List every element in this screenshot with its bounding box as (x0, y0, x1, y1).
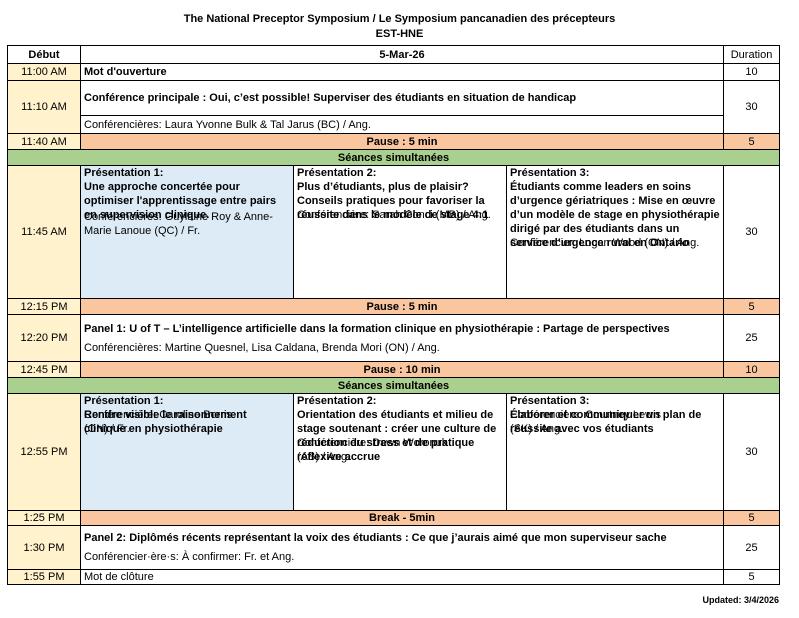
session-title: Panel 1: U of T – L’intelligence artific… (84, 322, 670, 335)
header-row: Début 5-Mar-26 Duration (7, 45, 781, 64)
session-speakers: Conférencières: Laura Yvonne Bulk & Tal … (79, 115, 725, 134)
speaker-line: Conférencière: Dawn Woronuk (297, 437, 448, 449)
concurrent-sessions-label: Séances simultanées (6, 377, 781, 394)
duration-cell: 30 (723, 80, 781, 134)
break-label: Pause : 10 min (79, 361, 725, 378)
presentation-speakers: Conférencière: Courtney Lewis (SK) / Ang… (510, 408, 661, 436)
presentation-title: Étudiants comme leaders en soins d’urgen… (510, 181, 720, 249)
duration-cell: 5 (723, 510, 781, 526)
updated-date: Updated: 3/4/2026 (702, 595, 779, 605)
presentation-heading: Présentation 3: (510, 395, 590, 407)
time-cell: 1:55 PM (7, 569, 81, 585)
duration-cell: 5 (723, 133, 781, 150)
presentation-speakers: Conférencières: Guylaine Roy & Anne-Mari… (84, 211, 273, 237)
schedule-row: 1:30 PM Panel 2: Diplômés récents représ… (7, 525, 781, 570)
concurrent-sessions-row: Séances simultanées (6, 149, 781, 166)
presentation-heading: Présentation 1: (84, 395, 164, 407)
concurrent-sessions-label: Séances simultanées (6, 149, 781, 166)
time-cell: 11:40 AM (7, 133, 81, 150)
time-cell: 12:55 PM (7, 393, 81, 511)
presentation-title: Une approche concertée pour optimiser l'… (84, 181, 277, 221)
presentation-title: Orientation des étudiants et milieu de s… (297, 409, 497, 463)
presentation-2-cell: Présentation 2: Orientation des étudiant… (293, 393, 507, 511)
break-label: Pause : 5 min (79, 298, 725, 315)
session-title: Panel 2: Diplômés récents représentant l… (84, 532, 667, 544)
page-subtitle: EST-HNE (375, 28, 424, 40)
schedule-row: 11:00 AM Mot d'ouverture 10 (7, 63, 781, 81)
duration-cell: 25 (723, 525, 781, 570)
duration-cell: 25 (723, 314, 781, 362)
time-cell: 12:15 PM (7, 298, 81, 315)
presentation-heading: Présentation 3: (510, 167, 590, 179)
break-row: 11:40 AM Pause : 5 min 5 (7, 133, 781, 150)
duration-cell: 30 (723, 393, 781, 511)
time-cell: 11:45 AM (7, 165, 81, 299)
schedule-row: 12:55 PM Présentation 1: Rendre visible … (7, 393, 781, 511)
duration-column-header: Duration (723, 45, 781, 64)
start-column-header: Début (7, 45, 81, 64)
schedule-row: 11:45 AM Présentation 1: Une approche co… (7, 165, 781, 299)
duration-cell: 30 (723, 165, 781, 299)
session-cell: Panel 2: Diplômés récents représentant l… (79, 525, 725, 570)
session-title: Conférence principale : Oui, c’est possi… (79, 80, 725, 116)
speaker-line: (SK) / Ang. (510, 423, 564, 435)
presentation-3-cell: Présentation 3: Élaborer et communiquer … (505, 393, 725, 511)
session-title: Mot d'ouverture (79, 63, 725, 81)
schedule-row: Conférencières: Laura Yvonne Bulk & Tal … (8, 115, 780, 134)
time-cell: 12:45 PM (7, 361, 81, 378)
presentation-speakers: Conférencier: Logan Wood (ON) / Ang. (510, 237, 700, 249)
break-row: 1:25 PM Break - 5min 5 (7, 510, 781, 526)
time-cell: 1:25 PM (7, 510, 81, 526)
time-cell: 11:10 AM (7, 80, 81, 134)
schedule-row: 12:20 PM Panel 1: U of T – L’intelligenc… (7, 314, 781, 362)
break-label: Break - 5min (79, 510, 725, 526)
duration-cell: 5 (723, 569, 781, 585)
presentation-1-cell: Présentation 1: Une approche concertée p… (80, 165, 294, 299)
presentation-heading: Présentation 1: (84, 167, 164, 179)
presentation-title: Élaborer et communiquer un plan de réuss… (510, 409, 702, 435)
time-cell: 1:30 PM (7, 525, 81, 570)
speaker-line: (AB) / Ang. (297, 451, 351, 463)
concurrent-sessions-row: Séances simultanées (6, 377, 781, 394)
session-speakers: Conférencières: Martine Quesnel, Lisa Ca… (84, 341, 440, 354)
presentation-3-cell: Présentation 3: Étudiants comme leaders … (505, 165, 725, 299)
presentation-speakers: Conférencière: Caroline Borris (ON) / Fr… (84, 408, 232, 436)
presentation-heading: Présentation 2: (297, 167, 377, 179)
schedule-row: 11:10 AM Conférence principale : Oui, c’… (7, 80, 781, 134)
duration-cell: 5 (723, 298, 781, 315)
session-title: Mot de clôture (79, 569, 725, 585)
presentation-title: Plus d’étudiants, plus de plaisir? Conse… (297, 181, 489, 221)
presentation-speakers: Conférencière: Sarah Conci (MB) / Ang. (297, 209, 491, 221)
session-speakers: Conférencier·ère·s: À confirmer: Fr. et … (84, 551, 295, 563)
duration-cell: 10 (723, 361, 781, 378)
break-row: 12:15 PM Pause : 5 min 5 (7, 298, 781, 315)
schedule-row: 1:55 PM Mot de clôture 5 (7, 569, 781, 585)
duration-cell: 10 (723, 63, 781, 81)
speaker-line: Conférencière: Caroline Borris (84, 409, 232, 421)
presentation-title: Rendre visible le raisonnement clinique … (84, 409, 247, 435)
schedule-table: Début 5-Mar-26 Duration 11:00 AM Mot d'o… (6, 45, 781, 585)
date-column-header: 5-Mar-26 (79, 45, 725, 64)
speaker-line: (ON) / Fr. (84, 423, 130, 435)
break-row: 12:45 PM Pause : 10 min 10 (7, 361, 781, 378)
time-cell: 12:20 PM (7, 314, 81, 362)
presentation-1-cell: Présentation 1: Rendre visible le raison… (80, 393, 294, 511)
presentation-2-cell: Présentation 2: Plus d’étudiants, plus d… (293, 165, 507, 299)
presentation-speakers: Conférencière: Dawn Woronuk (AB) / Ang. (297, 436, 447, 464)
presentation-heading: Présentation 2: (297, 395, 377, 407)
session-cell: Panel 1: U of T – L’intelligence artific… (79, 314, 725, 362)
break-label: Pause : 5 min (79, 133, 725, 150)
time-cell: 11:00 AM (7, 63, 81, 81)
page-title: The National Preceptor Symposium / Le Sy… (183, 13, 616, 25)
speaker-line: Conférencière: Courtney Lewis (510, 409, 662, 421)
